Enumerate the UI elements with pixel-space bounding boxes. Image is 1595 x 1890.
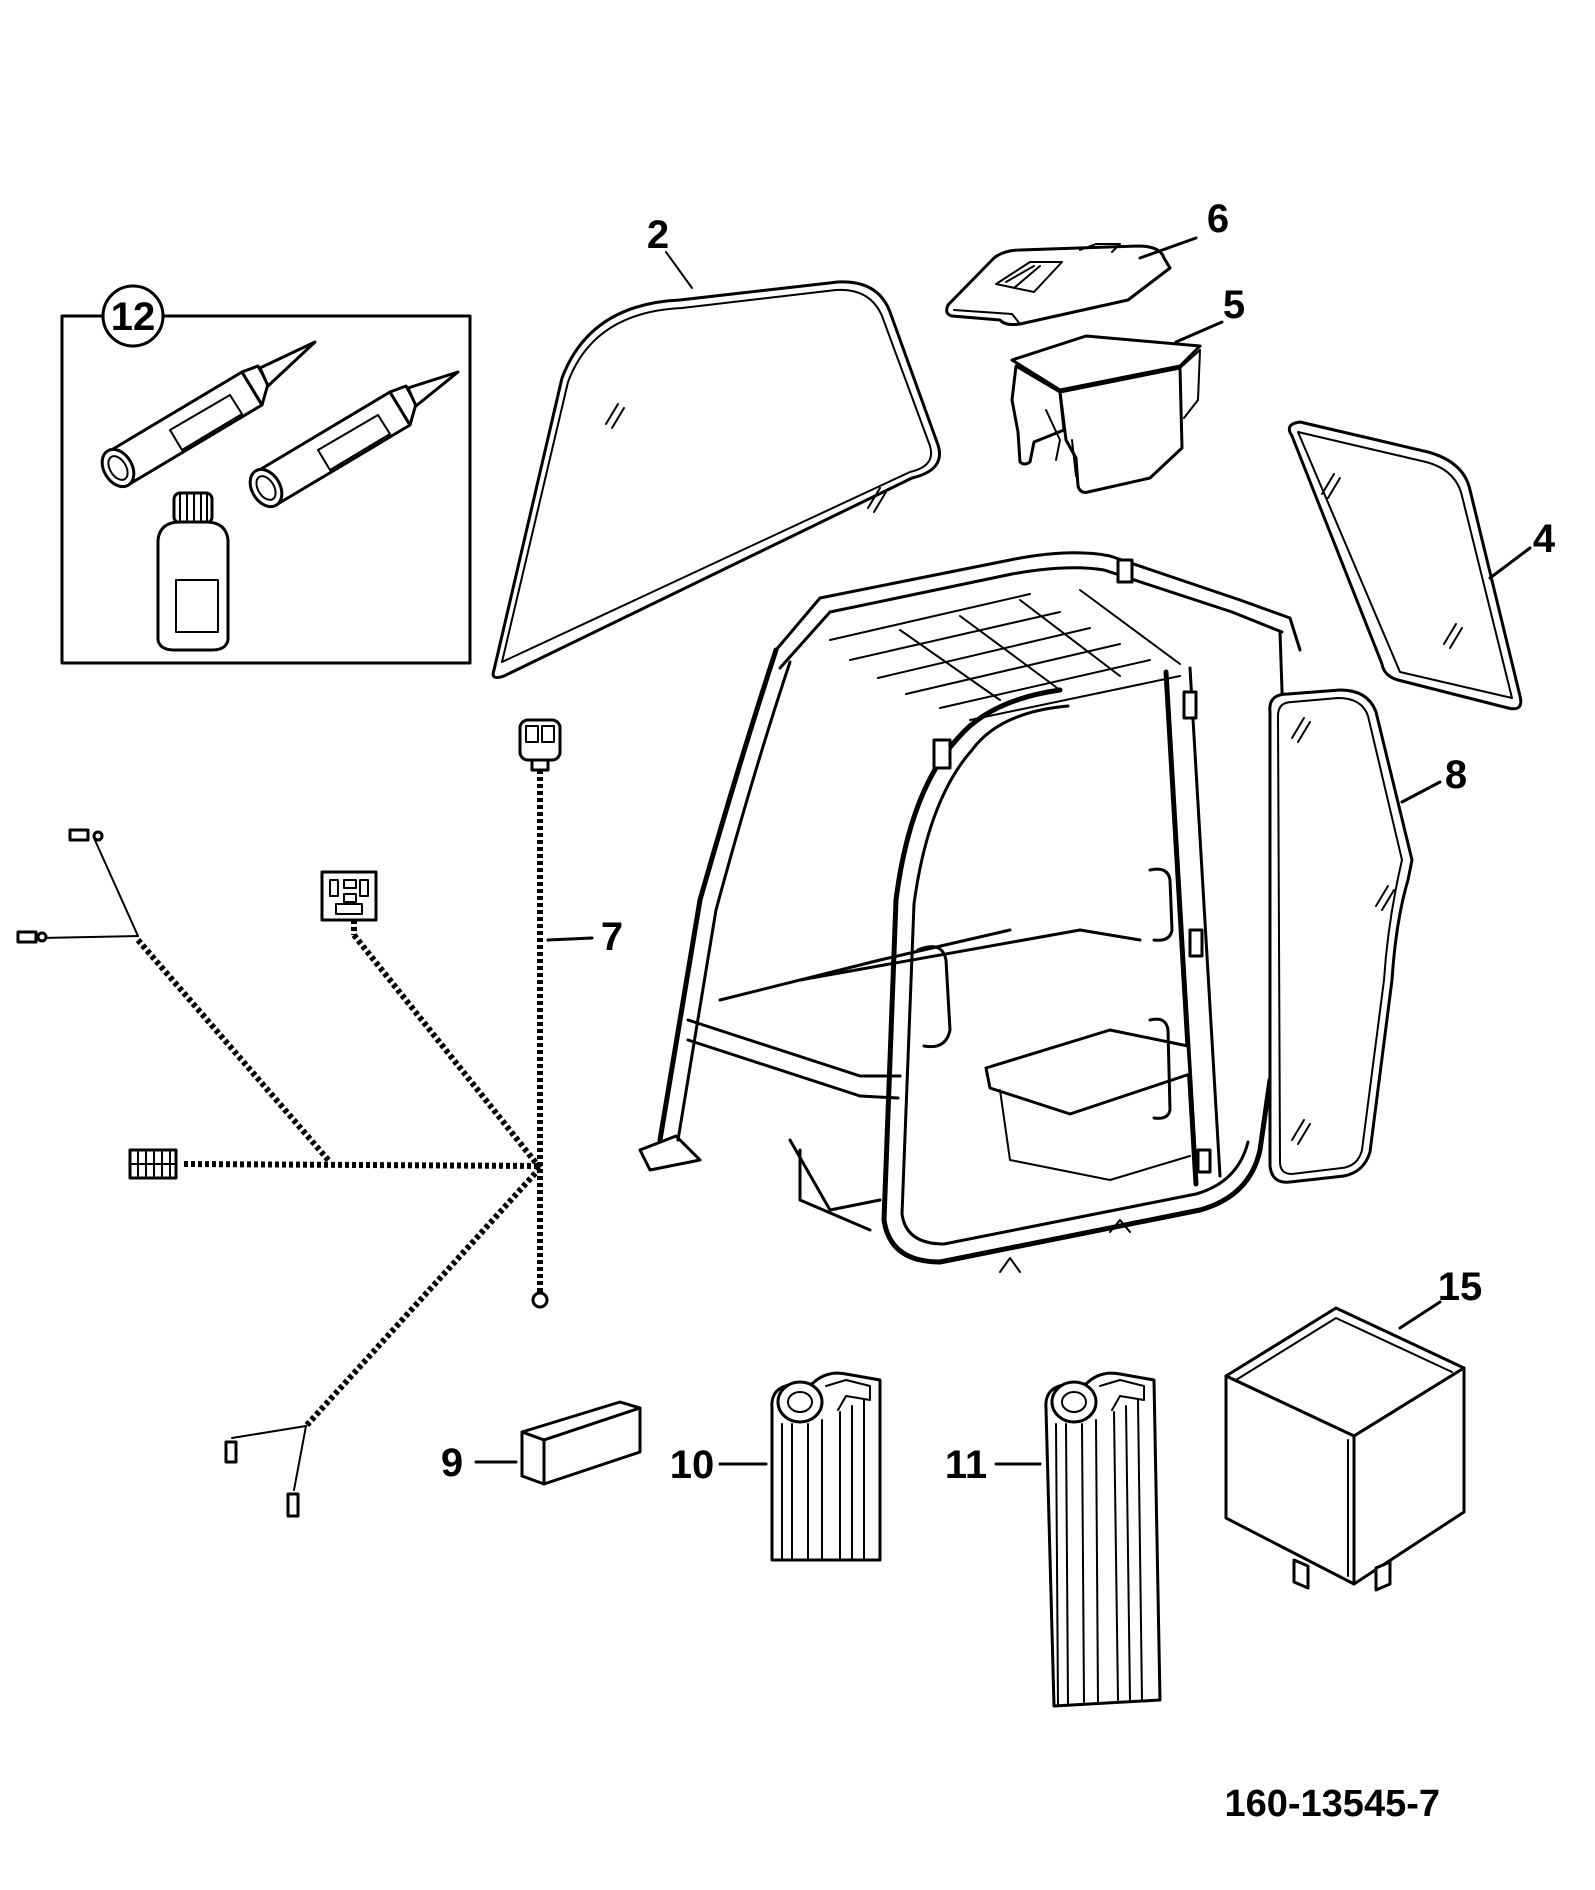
front-windscreen: 2 <box>491 213 941 679</box>
callout-15: 15 <box>1438 1265 1483 1309</box>
harness-relay-socket <box>320 870 378 922</box>
harness-terminal-top-left <box>68 828 104 842</box>
switch-body: 5 <box>1010 283 1245 494</box>
harness-connector-top <box>518 718 562 772</box>
sealant-kit-group: 12 <box>60 284 472 665</box>
foam-block: 9 <box>441 1400 642 1486</box>
callout-9: 9 <box>441 1441 463 1485</box>
callout-12: 12 <box>111 295 156 339</box>
callout-7: 7 <box>601 915 623 959</box>
drawing-number: 160-13545-7 <box>1224 1783 1440 1825</box>
seal-profile-10: 10 <box>670 1371 882 1562</box>
sealant-cartridge-1 <box>100 340 317 489</box>
sealant-kit-frame <box>60 314 472 665</box>
callout-10: 10 <box>670 1443 715 1487</box>
cab-frame <box>638 551 1302 1273</box>
relay: 15 <box>1224 1265 1483 1592</box>
harness-terminal-bottom-1 <box>224 1440 238 1464</box>
wiring-harness: 7 <box>16 718 623 1518</box>
door-glass: 8 <box>1268 688 1467 1184</box>
switch-cover: 6 <box>945 197 1229 326</box>
callout-8: 8 <box>1445 753 1467 797</box>
callout-2: 2 <box>647 213 669 257</box>
harness-connector-block <box>128 1148 178 1180</box>
callout-5: 5 <box>1223 283 1245 327</box>
callout-circle-12 <box>101 284 165 348</box>
callout-6: 6 <box>1207 197 1229 241</box>
harness-terminal-left <box>16 930 48 944</box>
callout-11: 11 <box>945 1443 987 1487</box>
seal-profile-11: 11 <box>945 1371 1162 1708</box>
harness-terminal-bottom-2 <box>286 1492 300 1518</box>
sealant-cartridge-2 <box>248 370 460 509</box>
callout-4: 4 <box>1533 517 1556 561</box>
primer-bottle <box>156 491 230 652</box>
side-window: 4 <box>1287 420 1556 711</box>
